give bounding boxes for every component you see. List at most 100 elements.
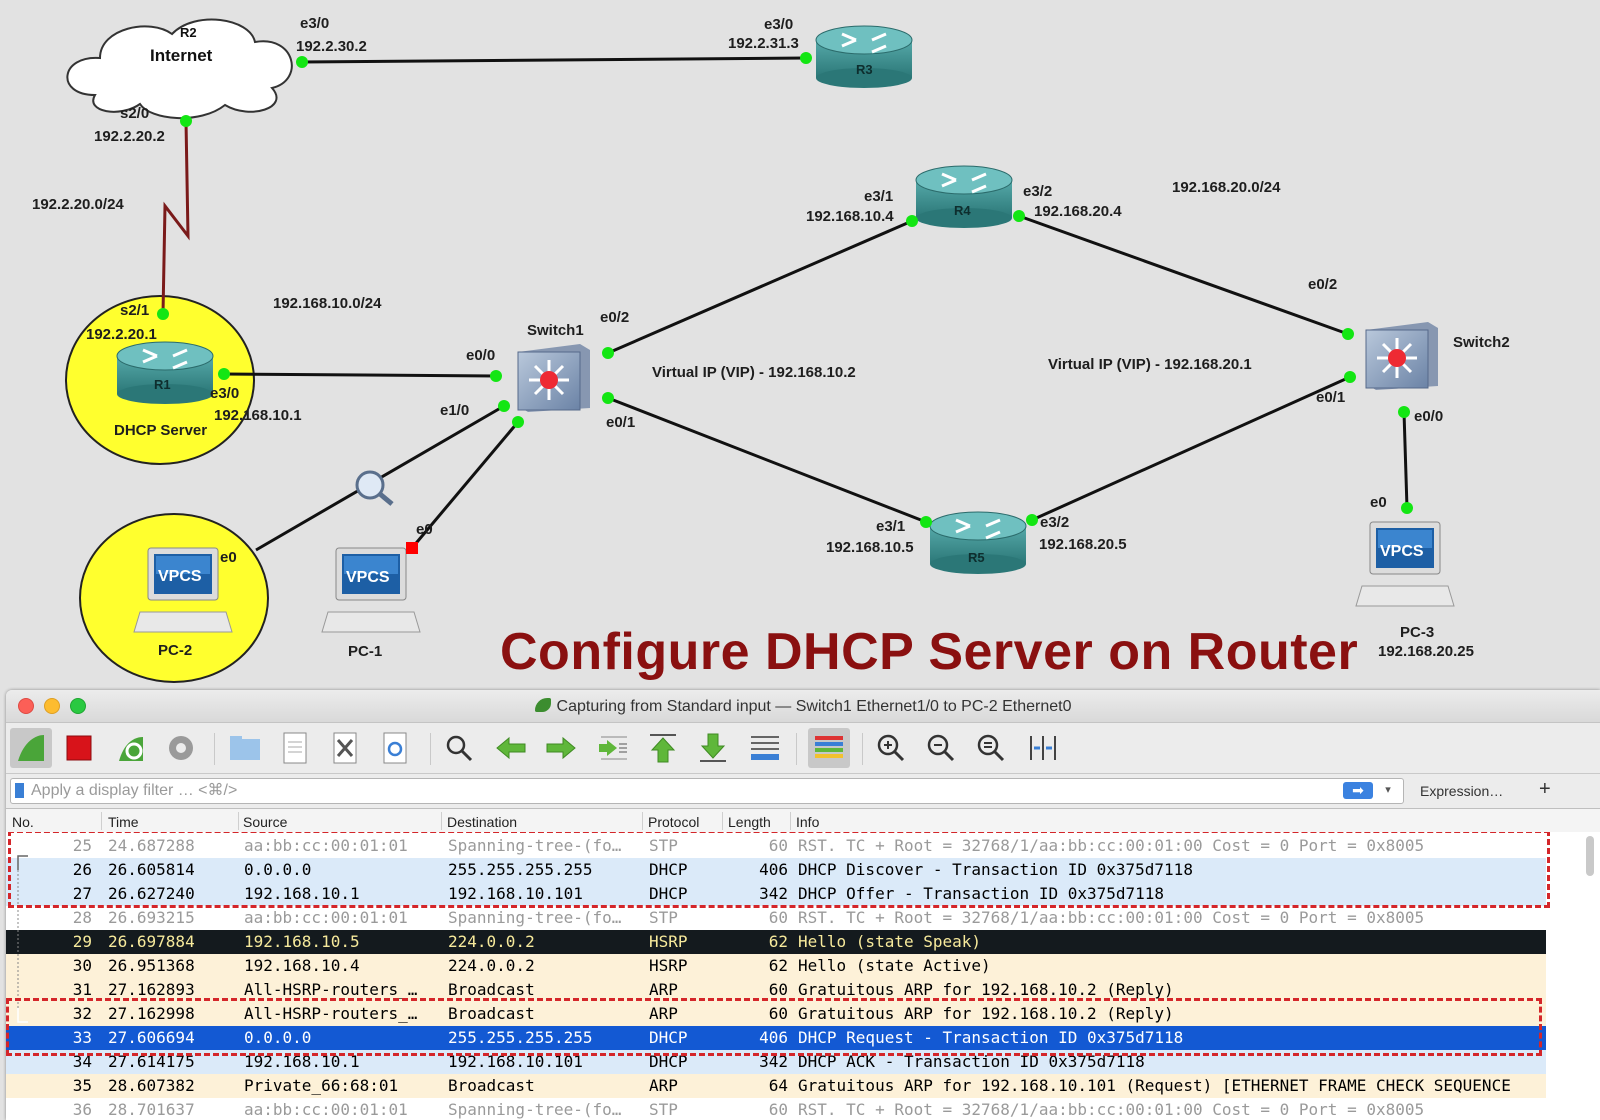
restart-capture-icon[interactable]: [114, 731, 148, 765]
link-r2-r1-serial[interactable]: [161, 120, 190, 315]
filter-bookmark-icon[interactable]: [15, 783, 24, 798]
packet-len: 406: [759, 1028, 788, 1047]
minimize-window-button[interactable]: [44, 698, 60, 714]
find-packet-icon[interactable]: [442, 731, 476, 765]
topology-canvas: [65, 18, 1455, 683]
r3-router[interactable]: [815, 25, 913, 88]
zoom-window-button[interactable]: [70, 698, 86, 714]
display-filter-input[interactable]: [31, 780, 1331, 802]
r4-router[interactable]: [915, 165, 1013, 228]
col-header-length[interactable]: Length: [728, 814, 771, 830]
headline-title: Configure DHCP Server on Router: [500, 623, 1359, 681]
colorize-icon[interactable]: [808, 728, 850, 768]
filter-history-dropdown[interactable]: ▾: [1385, 784, 1391, 796]
normal-size-icon[interactable]: [974, 731, 1008, 765]
link-switch1-r5[interactable]: [607, 396, 927, 524]
link-r1-switch1[interactable]: [223, 372, 497, 378]
packet-no: 28: [72, 908, 92, 927]
link-r4-switch2[interactable]: [1018, 214, 1349, 336]
switch1-icon[interactable]: [517, 344, 590, 412]
packet-list-scrollbar[interactable]: [1586, 836, 1594, 876]
col-header-no[interactable]: No.: [12, 814, 34, 830]
col-header-destination[interactable]: Destination: [447, 814, 518, 830]
packet-info: Hello (state Active): [798, 956, 991, 975]
switch2-icon[interactable]: [1365, 322, 1438, 390]
zoom-out-icon[interactable]: [924, 731, 958, 765]
save-file-icon[interactable]: [278, 731, 312, 765]
packet-proto: STP: [649, 1100, 678, 1119]
packet-capture-magnifier-icon[interactable]: [355, 470, 394, 506]
link-switch1-pc1[interactable]: [410, 421, 520, 549]
go-forward-icon[interactable]: [544, 731, 578, 765]
pc1-screen-text: VPCS: [346, 569, 390, 586]
pc3-ip: 192.168.20.25: [1378, 643, 1474, 660]
reload-file-icon[interactable]: [378, 731, 412, 765]
link-switch1-r4[interactable]: [607, 219, 913, 355]
link-switch2-pc3[interactable]: [1402, 411, 1409, 509]
r5-router[interactable]: [929, 511, 1027, 574]
capture-options-icon[interactable]: [164, 731, 198, 765]
window-titlebar: Capturing from Standard input — Switch1 …: [6, 690, 1600, 723]
col-header-source[interactable]: Source: [243, 814, 288, 830]
resize-columns-icon[interactable]: [1026, 731, 1060, 765]
switch1-name: Switch1: [527, 322, 584, 339]
packet-info: RST. TC + Root = 32768/1/aa:bb:cc:00:01:…: [798, 836, 1425, 855]
packet-len: 60: [768, 980, 788, 999]
display-filter-bar: ➡ ▾ Expression… +: [6, 774, 1600, 809]
add-filter-button[interactable]: +: [1539, 778, 1551, 800]
col-header-time[interactable]: Time: [108, 814, 139, 830]
stop-capture-icon[interactable]: [62, 731, 96, 765]
packet-len: 60: [768, 1100, 788, 1119]
r2-s20-label: s2/0: [120, 105, 150, 122]
packet-src: aa:bb:cc:00:01:01: [244, 908, 408, 927]
packet-proto: ARP: [649, 1076, 678, 1095]
packet-dst: Broadcast: [448, 1004, 535, 1023]
packet-time: 26.693215: [108, 908, 195, 927]
first-packet-icon[interactable]: [646, 731, 680, 765]
zoom-in-icon[interactable]: [874, 731, 908, 765]
packet-src: Private_66:68:01: [244, 1076, 399, 1095]
lan10-network-label: 192.168.10.0/24: [273, 295, 382, 312]
open-file-icon[interactable]: [228, 731, 262, 765]
close-file-icon[interactable]: [328, 731, 362, 765]
pc1-vpcs-icon[interactable]: [321, 547, 421, 633]
packet-len: 60: [768, 908, 788, 927]
r1-s21-ip: 192.2.20.1: [86, 326, 157, 343]
apply-filter-button[interactable]: ➡: [1343, 782, 1373, 799]
pc3-vpcs-icon[interactable]: [1355, 521, 1455, 607]
go-back-icon[interactable]: [494, 731, 528, 765]
switch1-e01-label: e0/1: [606, 414, 636, 431]
shark-fin-start-icon[interactable]: [10, 728, 52, 768]
pc3-screen-text: VPCS: [1380, 543, 1424, 560]
r2-internet-cloud[interactable]: [66, 18, 293, 120]
col-header-protocol[interactable]: Protocol: [648, 814, 700, 830]
pc2-vpcs-icon[interactable]: [133, 547, 233, 633]
auto-scroll-icon[interactable]: [748, 731, 782, 765]
packet-info: Gratuitous ARP for 192.168.10.2 (Reply): [798, 980, 1174, 999]
col-header-info[interactable]: Info: [796, 814, 820, 830]
packet-len: 342: [759, 884, 788, 903]
packet-src: 0.0.0.0: [244, 1028, 312, 1047]
conversation-bracket-icon: [17, 855, 28, 1023]
go-to-packet-icon[interactable]: [596, 731, 630, 765]
expression-button[interactable]: Expression…: [1420, 783, 1504, 799]
packet-info: RST. TC + Root = 32768/1/aa:bb:cc:00:01:…: [798, 908, 1425, 927]
link-r2-r3[interactable]: [301, 56, 807, 64]
last-packet-icon[interactable]: [696, 731, 730, 765]
close-window-button[interactable]: [18, 698, 34, 714]
link-r5-switch2[interactable]: [1031, 375, 1351, 522]
r1-router[interactable]: [116, 341, 214, 404]
